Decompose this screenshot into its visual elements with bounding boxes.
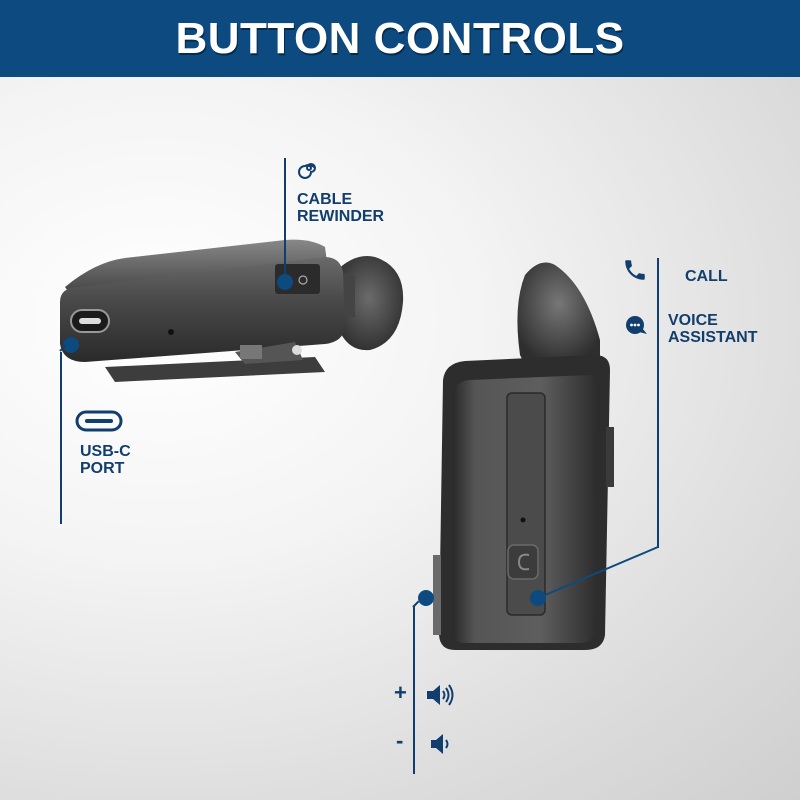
call-leader-line-diagonal bbox=[537, 546, 659, 599]
header-banner: BUTTON CONTROLS bbox=[0, 0, 800, 77]
volume-up-icon bbox=[427, 684, 454, 706]
device-front-view bbox=[433, 262, 614, 650]
voice-assistant-label: VOICE ASSISTANT bbox=[668, 312, 758, 346]
call-label: CALL bbox=[685, 268, 728, 285]
spiral-icon bbox=[298, 163, 316, 179]
cable-rewinder-marker bbox=[277, 274, 293, 290]
usb-c-label: USB-C PORT bbox=[80, 443, 131, 477]
call-button-marker bbox=[530, 590, 546, 606]
usb-c-marker bbox=[63, 337, 79, 353]
page-title: BUTTON CONTROLS bbox=[175, 13, 625, 63]
volume-down-icon bbox=[431, 734, 449, 754]
chat-bubble-icon bbox=[626, 316, 647, 334]
volume-down-symbol: - bbox=[396, 728, 404, 753]
phone-icon bbox=[625, 260, 645, 280]
volume-up-symbol: + bbox=[394, 680, 407, 705]
usb-c-icon bbox=[75, 410, 123, 432]
call-leader-line-vertical bbox=[657, 258, 659, 548]
volume-leader-line bbox=[413, 606, 415, 774]
usb-c-leader-line bbox=[60, 352, 62, 524]
device-side-view bbox=[60, 239, 404, 382]
cable-rewinder-leader-line bbox=[284, 158, 286, 280]
volume-button-marker bbox=[418, 590, 434, 606]
cable-rewinder-label: CABLE REWINDER bbox=[297, 191, 385, 225]
